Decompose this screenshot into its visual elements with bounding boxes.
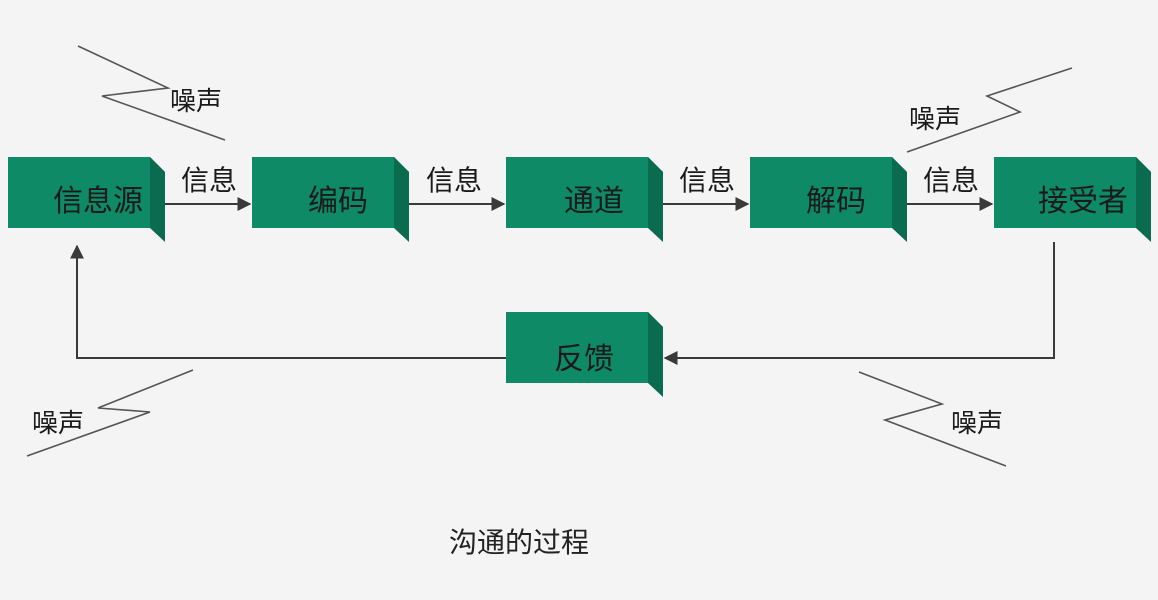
noise-lightning-2 [906, 67, 1073, 153]
arrow-receiver-feedback [663, 242, 1055, 365]
noise-lightning-3 [26, 369, 194, 457]
edge-label-2: 信息 [426, 164, 482, 197]
noise-label-3: 噪声 [32, 409, 84, 439]
noise-lightning-4 [858, 371, 1007, 467]
node-channel: 通道 [506, 157, 663, 242]
edge-label-4: 信息 [923, 164, 979, 197]
edge-label-3: 信息 [679, 164, 735, 197]
node-source-label: 信息源 [53, 184, 143, 219]
edge-label-1: 信息 [181, 164, 237, 197]
node-feedback-label: 反馈 [554, 342, 614, 377]
node-receiver-label: 接受者 [1038, 184, 1128, 219]
arrow-feedback-source [70, 244, 506, 359]
node-decode: 解码 [750, 157, 907, 242]
node-feedback: 反馈 [506, 312, 663, 397]
node-channel-label: 通道 [564, 184, 624, 219]
node-receiver: 接受者 [994, 157, 1151, 242]
diagram-caption: 沟通的过程 [449, 526, 589, 559]
noise-label-2: 噪声 [909, 105, 961, 135]
node-encode-label: 编码 [308, 184, 368, 219]
node-source: 信息源 [8, 157, 165, 242]
node-decode-label: 解码 [806, 184, 866, 219]
noise-lightning-1 [77, 45, 226, 141]
noise-label-1: 噪声 [170, 87, 222, 117]
noise-label-4: 噪声 [951, 409, 1003, 439]
node-encode: 编码 [252, 157, 409, 242]
